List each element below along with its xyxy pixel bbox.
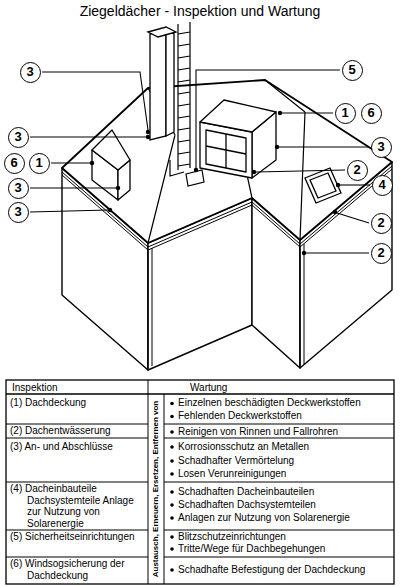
maintenance-item: Schadhaften Dachsystemteilen (178, 499, 390, 511)
inspection-cell: (4) Dacheinbauteile Dachsystemteile Anla… (10, 483, 146, 529)
table-rule (6, 424, 394, 557)
inspection-cell: (1) Dachdeckung (10, 397, 146, 409)
callout-number: 6 (361, 103, 382, 124)
callout-number: 1 (29, 153, 50, 174)
table-frame (6, 380, 394, 584)
maintenance-item: Schadhaften Dacheinbauteilen (178, 486, 390, 498)
leader-line (282, 112, 333, 113)
maintenance-item: Korrosionsschutz an Metallen (178, 441, 390, 453)
callout-number: 3 (8, 202, 29, 223)
maintenance-item: Schadhafter Vermörtelung (178, 455, 390, 467)
callout-number: 3 (8, 127, 29, 148)
downpipe (148, 248, 152, 368)
bullet (170, 402, 174, 572)
leader-line (30, 187, 116, 188)
leader-line (196, 70, 340, 168)
diagram-title: Ziegeldächer - Inspektion und Wartung (0, 3, 400, 20)
roof-step (170, 160, 184, 176)
table-rule (164, 394, 165, 584)
table-header: Inspektion (12, 382, 58, 394)
leader-line (306, 252, 369, 253)
table-header: Wartung (190, 382, 227, 394)
maintenance-item: Tritte/Wege für Dachbegehungen (178, 543, 390, 555)
callout-number: 1 (335, 103, 356, 124)
maintenance-item: Fehlenden Deckwerkstoffen (178, 410, 390, 422)
leader-line (30, 210, 108, 212)
maintenance-item: Reinigen von Rinnen und Fallrohren (178, 426, 390, 438)
leader-line (337, 213, 369, 223)
dormer-window (206, 130, 246, 172)
window-frame (206, 134, 246, 168)
callout-number: 2 (371, 243, 392, 264)
callout-number: 2 (347, 160, 368, 181)
leader-line (30, 136, 146, 137)
inspection-cell: (3) An- und Abschlüsse (10, 441, 146, 453)
table-rule (6, 393, 394, 394)
chimney (150, 30, 166, 140)
callout-number: 3 (20, 62, 41, 83)
chimney (166, 30, 174, 136)
vertical-caption: Austausch, Erneuern, Ersetzen, Entfernen… (151, 397, 161, 581)
callout-number: 3 (371, 137, 392, 158)
inspection-cell: (2) Dachentwässerung (10, 425, 146, 437)
leader-line (279, 146, 369, 147)
maintenance-item: Einzelnen beschädigten Deckwerkstoffen (178, 397, 390, 409)
dormer-roof (92, 130, 130, 170)
roof-window (310, 173, 336, 198)
roof-ladder (178, 22, 190, 170)
callout-number: 5 (342, 60, 363, 81)
inspection-cell: (5) Sicherheitseinrichtungen (10, 531, 146, 543)
downpipe (300, 244, 304, 366)
dormer-roof (200, 100, 276, 132)
callout-number: 3 (8, 178, 29, 199)
roof-step (186, 170, 204, 186)
leader-line (340, 184, 370, 185)
callout-number: 2 (371, 213, 392, 234)
callout-number: 6 (4, 153, 25, 174)
maintenance-item: Anlagen zur Nutzung von Solarenergie (178, 512, 390, 524)
chimney-cap (148, 27, 176, 37)
leader-line (51, 162, 90, 163)
maintenance-item: Losen Verunreinigungen (178, 468, 390, 480)
leader-line (42, 72, 148, 130)
inspection-cell: (6) Windsogsicherung der Dachdeckung (10, 558, 146, 581)
callout-number: 4 (372, 175, 393, 196)
leader-line (256, 170, 345, 172)
maintenance-item: Blitzschutzeinrichtungen (178, 531, 390, 543)
maintenance-item: Schadhafte Befestigung der Dachdeckung (178, 564, 390, 576)
roof-window (305, 168, 341, 203)
